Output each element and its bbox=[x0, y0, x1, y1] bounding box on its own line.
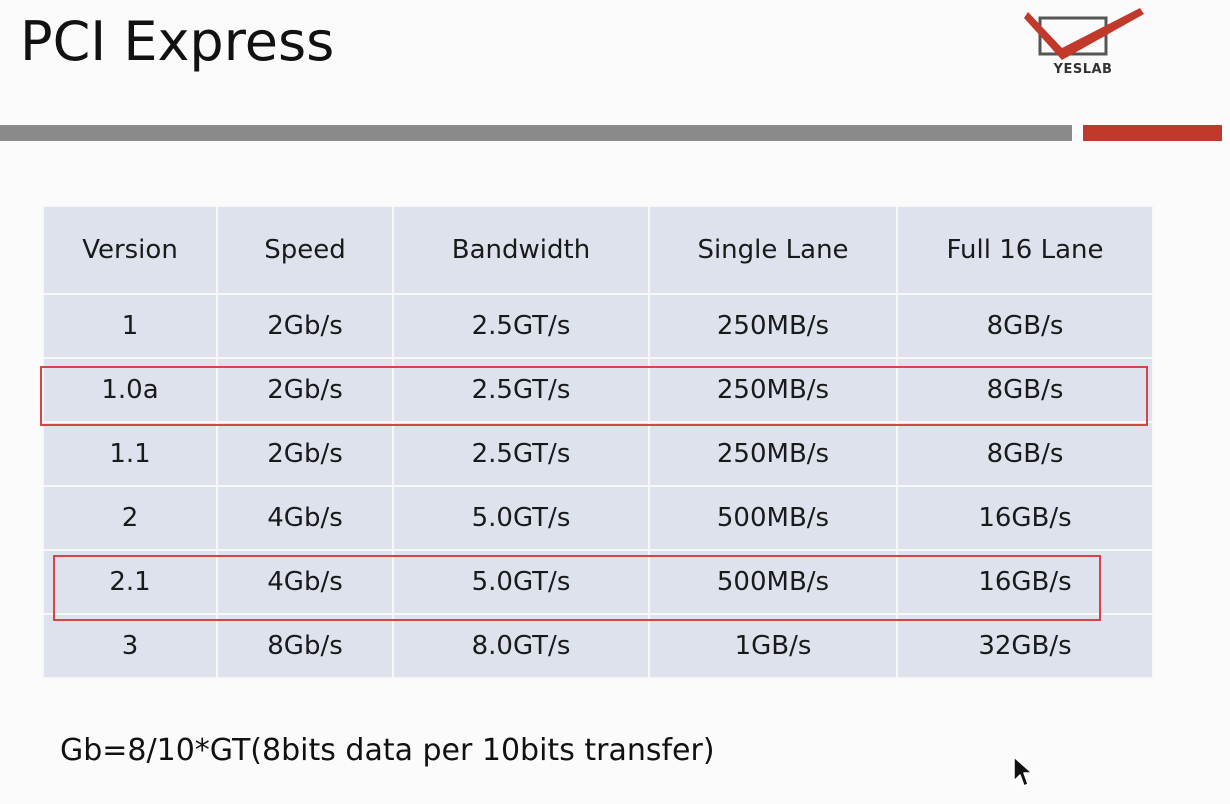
cell-single-lane: 250MB/s bbox=[648, 293, 898, 359]
logo-text: YESLAB bbox=[1053, 62, 1113, 77]
cell-full-16-lane: 16GB/s bbox=[896, 549, 1154, 615]
cell-bandwidth: 2.5GT/s bbox=[392, 357, 650, 423]
cell-full-16-lane: 8GB/s bbox=[896, 293, 1154, 359]
cell-bandwidth: 2.5GT/s bbox=[392, 293, 650, 359]
header-speed: Speed bbox=[216, 205, 394, 295]
cell-full-16-lane: 8GB/s bbox=[896, 421, 1154, 487]
header-bandwidth: Bandwidth bbox=[392, 205, 650, 295]
table-row: 1.1 2Gb/s 2.5GT/s 250MB/s 8GB/s bbox=[42, 421, 1154, 487]
table-row: 1 2Gb/s 2.5GT/s 250MB/s 8GB/s bbox=[42, 293, 1154, 359]
cell-bandwidth: 2.5GT/s bbox=[392, 421, 650, 487]
cell-speed: 2Gb/s bbox=[216, 357, 394, 423]
cell-version: 3 bbox=[42, 613, 218, 679]
header-single-lane: Single Lane bbox=[648, 205, 898, 295]
table-row: 3 8Gb/s 8.0GT/s 1GB/s 32GB/s bbox=[42, 613, 1154, 679]
cell-speed: 2Gb/s bbox=[216, 293, 394, 359]
cell-version: 1.1 bbox=[42, 421, 218, 487]
yeslab-check-logo-icon bbox=[1024, 8, 1144, 60]
slide-title: PCI Express bbox=[20, 10, 335, 73]
header-rule-red bbox=[1083, 125, 1222, 141]
header-rule-gray bbox=[0, 125, 1072, 141]
cell-single-lane: 500MB/s bbox=[648, 549, 898, 615]
cell-full-16-lane: 16GB/s bbox=[896, 485, 1154, 551]
cell-version: 2 bbox=[42, 485, 218, 551]
encoding-footnote: Gb=8/10*GT(8bits data per 10bits transfe… bbox=[60, 733, 715, 768]
mouse-pointer-icon bbox=[1012, 755, 1034, 793]
cell-speed: 8Gb/s bbox=[216, 613, 394, 679]
cell-speed: 2Gb/s bbox=[216, 421, 394, 487]
cell-speed: 4Gb/s bbox=[216, 549, 394, 615]
yeslab-logo: YESLAB bbox=[1022, 4, 1162, 82]
cell-version: 1 bbox=[42, 293, 218, 359]
cell-version: 1.0a bbox=[42, 357, 218, 423]
cell-bandwidth: 8.0GT/s bbox=[392, 613, 650, 679]
cell-version: 2.1 bbox=[42, 549, 218, 615]
cell-single-lane: 500MB/s bbox=[648, 485, 898, 551]
cell-single-lane: 1GB/s bbox=[648, 613, 898, 679]
header-full-16-lane: Full 16 Lane bbox=[896, 205, 1154, 295]
table-row: 2.1 4Gb/s 5.0GT/s 500MB/s 16GB/s bbox=[42, 549, 1154, 615]
header-version: Version bbox=[42, 205, 218, 295]
table-row: 2 4Gb/s 5.0GT/s 500MB/s 16GB/s bbox=[42, 485, 1154, 551]
pcie-version-table: Version Speed Bandwidth Single Lane Full… bbox=[42, 205, 1154, 679]
cell-speed: 4Gb/s bbox=[216, 485, 394, 551]
cell-single-lane: 250MB/s bbox=[648, 421, 898, 487]
cell-full-16-lane: 8GB/s bbox=[896, 357, 1154, 423]
cell-full-16-lane: 32GB/s bbox=[896, 613, 1154, 679]
cell-bandwidth: 5.0GT/s bbox=[392, 485, 650, 551]
table-header-row: Version Speed Bandwidth Single Lane Full… bbox=[42, 205, 1154, 295]
cell-single-lane: 250MB/s bbox=[648, 357, 898, 423]
cell-bandwidth: 5.0GT/s bbox=[392, 549, 650, 615]
table-row: 1.0a 2Gb/s 2.5GT/s 250MB/s 8GB/s bbox=[42, 357, 1154, 423]
